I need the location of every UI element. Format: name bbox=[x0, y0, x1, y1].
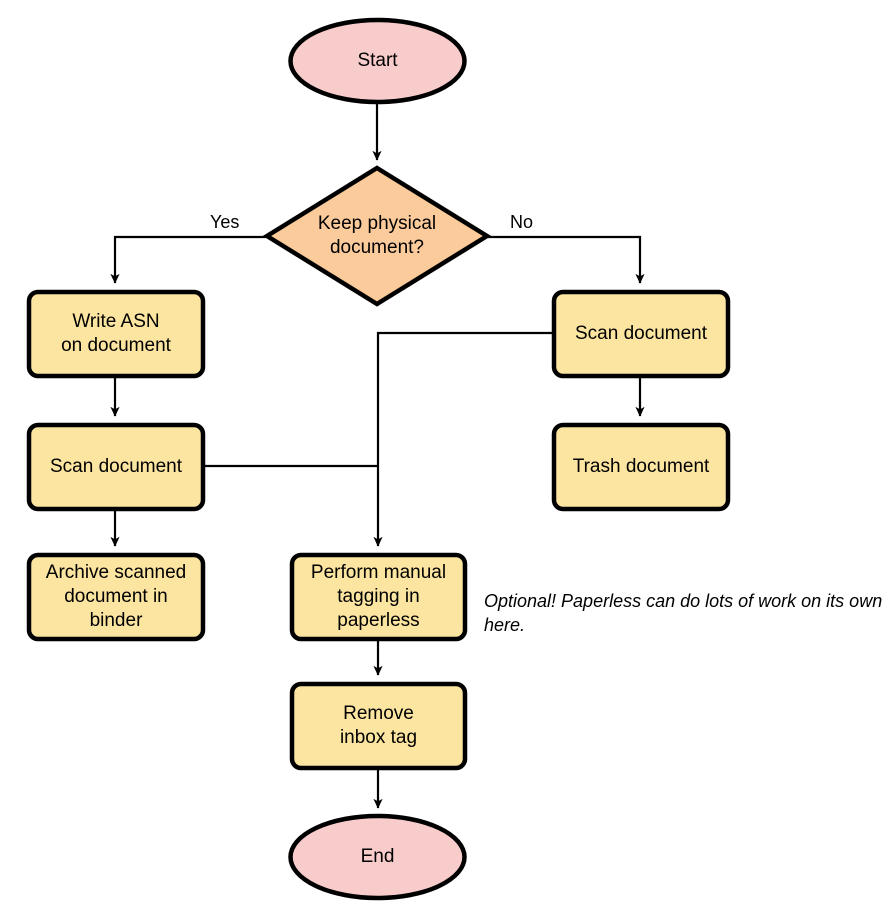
node-trash-document[interactable] bbox=[552, 423, 730, 511]
node-archive-in-binder[interactable] bbox=[27, 553, 205, 641]
node-shape-scan-document-right[interactable] bbox=[551, 289, 731, 379]
node-shape-scan-document-left[interactable] bbox=[26, 422, 206, 512]
edge-decision-no-to-scan-right bbox=[488, 235, 645, 284]
edge-label-yes: Yes bbox=[210, 212, 240, 232]
node-write-asn[interactable] bbox=[27, 290, 205, 378]
node-decision-keep-physical[interactable] bbox=[266, 167, 488, 305]
node-shape-archive-in-binder[interactable] bbox=[26, 552, 206, 642]
annotation-optional-note: Optional! Paperless can do lots of work … bbox=[484, 591, 883, 635]
node-scan-document-left[interactable] bbox=[27, 423, 205, 511]
node-shape-write-asn[interactable] bbox=[26, 289, 206, 379]
edge-scan-right-to-manual-tagging bbox=[373, 331, 552, 547]
node-shape-manual-tagging[interactable] bbox=[289, 552, 468, 642]
node-shape-start[interactable] bbox=[288, 17, 467, 105]
node-shape-trash-document[interactable] bbox=[551, 422, 731, 512]
node-start[interactable] bbox=[289, 19, 466, 103]
node-manual-tagging[interactable] bbox=[290, 553, 467, 641]
edge-decision-yes-to-write-asn bbox=[110, 235, 266, 284]
node-shape-remove-inbox-tag[interactable] bbox=[289, 681, 468, 771]
node-shape-end[interactable] bbox=[288, 813, 467, 901]
node-scan-document-right[interactable] bbox=[552, 290, 730, 378]
node-shape-decision-keep-physical[interactable] bbox=[262, 165, 492, 307]
node-remove-inbox-tag[interactable] bbox=[290, 682, 467, 770]
edge-label-no: No bbox=[510, 212, 534, 232]
node-end[interactable] bbox=[289, 815, 466, 899]
